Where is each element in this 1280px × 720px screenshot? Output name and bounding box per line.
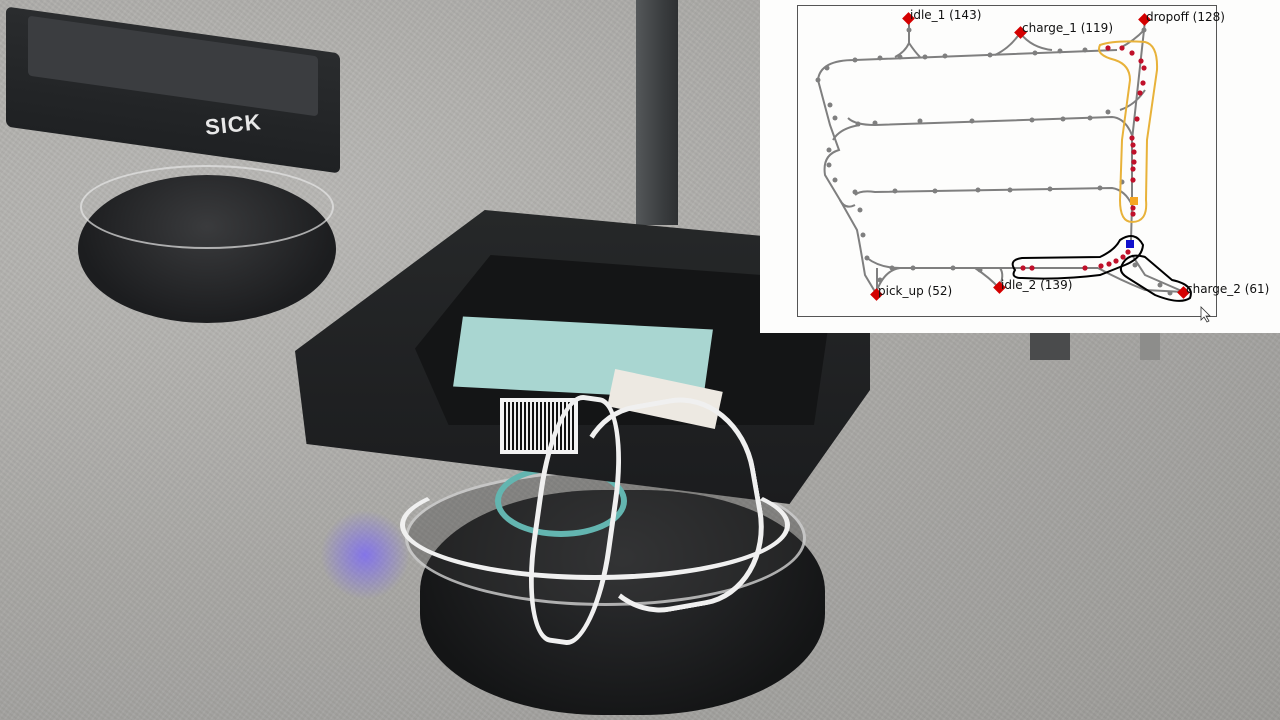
station-label-charge-1: charge_1 (119) xyxy=(1022,21,1113,35)
station-label-idle-2: idle_2 (139) xyxy=(1001,278,1073,292)
black-path-hull xyxy=(1011,235,1145,280)
route-graph xyxy=(815,12,1211,323)
robot-blue-marker xyxy=(1126,240,1134,248)
station-label-dropoff: dropoff (128) xyxy=(1146,10,1225,24)
barcode-label xyxy=(500,398,578,454)
map-frame xyxy=(797,5,1217,317)
white-cable xyxy=(400,470,790,580)
black-path-hull xyxy=(1119,254,1192,302)
orange-path-hull xyxy=(1098,40,1159,224)
robot-plate xyxy=(80,165,334,249)
robot-orange-marker xyxy=(1130,197,1138,205)
mouse-cursor-icon xyxy=(1200,306,1211,323)
station-label-pick-up: pick_up (52) xyxy=(878,284,953,298)
station-label-idle-1: idle_1 (143) xyxy=(910,8,982,22)
metal-pole xyxy=(636,0,678,225)
station-label-charge-2: charge_2 (61) xyxy=(1186,282,1270,296)
graph-nodes xyxy=(815,27,1173,296)
planned-path-points xyxy=(1020,45,1147,271)
map-overlay: idle_1 (143) charge_1 (119) dropoff (128… xyxy=(760,0,1280,333)
